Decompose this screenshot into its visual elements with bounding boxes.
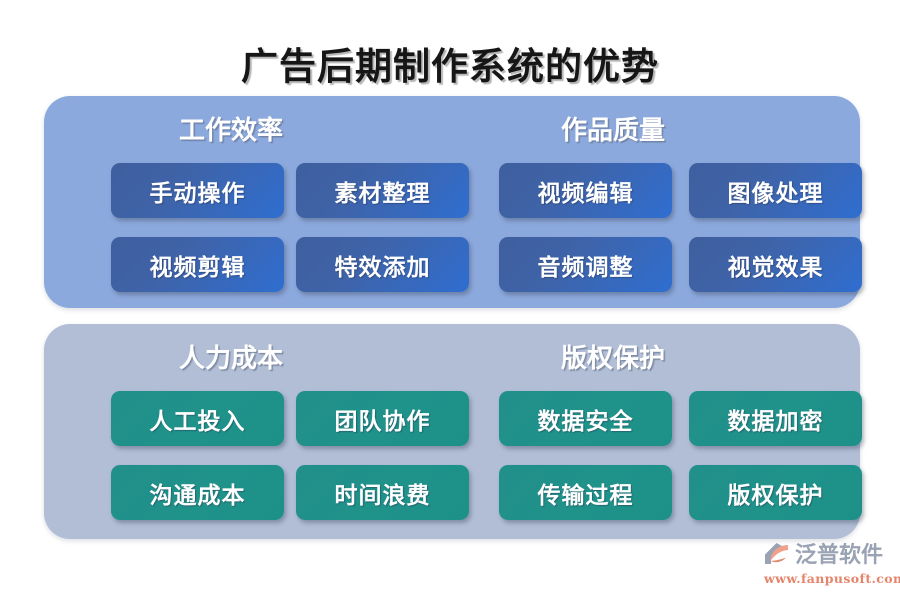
logo-url-text: www.fanpusoft.com [764, 571, 900, 586]
column-header-copyright-protection: 版权保护 [560, 344, 665, 374]
item-box[interactable]: 沟通成本 [111, 465, 284, 520]
logo-brand-row: 泛普软件 [762, 540, 894, 570]
logo-brand-text: 泛普软件 [795, 541, 884, 568]
column-header-labor-cost: 人力成本 [178, 344, 283, 374]
item-box[interactable]: 手动操作 [111, 163, 284, 218]
panel-cost-copyright: 人力成本 版权保护 人工投入 团队协作 沟通成本 时间浪费 数据安全 数据加密 … [44, 324, 862, 539]
item-box[interactable]: 版权保护 [689, 465, 862, 520]
item-box[interactable]: 人工投入 [111, 391, 284, 446]
item-box[interactable]: 数据安全 [499, 391, 672, 446]
item-box[interactable]: 视频编辑 [499, 163, 672, 218]
item-box[interactable]: 特效添加 [296, 237, 469, 292]
item-box[interactable]: 素材整理 [296, 163, 469, 218]
item-box[interactable]: 视觉效果 [689, 237, 862, 292]
item-box[interactable]: 图像处理 [689, 163, 862, 218]
item-box[interactable]: 时间浪费 [296, 465, 469, 520]
column-header-work-quality: 作品质量 [560, 116, 665, 146]
brand-logo: 泛普软件 www.fanpusoft.com [762, 540, 900, 590]
item-box[interactable]: 音频调整 [499, 237, 672, 292]
item-box[interactable]: 视频剪辑 [111, 237, 284, 292]
item-box[interactable]: 数据加密 [689, 391, 862, 446]
fanpu-logo-icon [762, 542, 792, 569]
item-box[interactable]: 传输过程 [499, 465, 672, 520]
page-title: 广告后期制作系统的优势 [241, 44, 659, 88]
item-box[interactable]: 团队协作 [296, 391, 469, 446]
column-header-work-efficiency: 工作效率 [178, 116, 283, 146]
panel-work-efficiency-quality: 工作效率 作品质量 手动操作 素材整理 视频剪辑 特效添加 视频编辑 图像处理 … [44, 96, 862, 308]
